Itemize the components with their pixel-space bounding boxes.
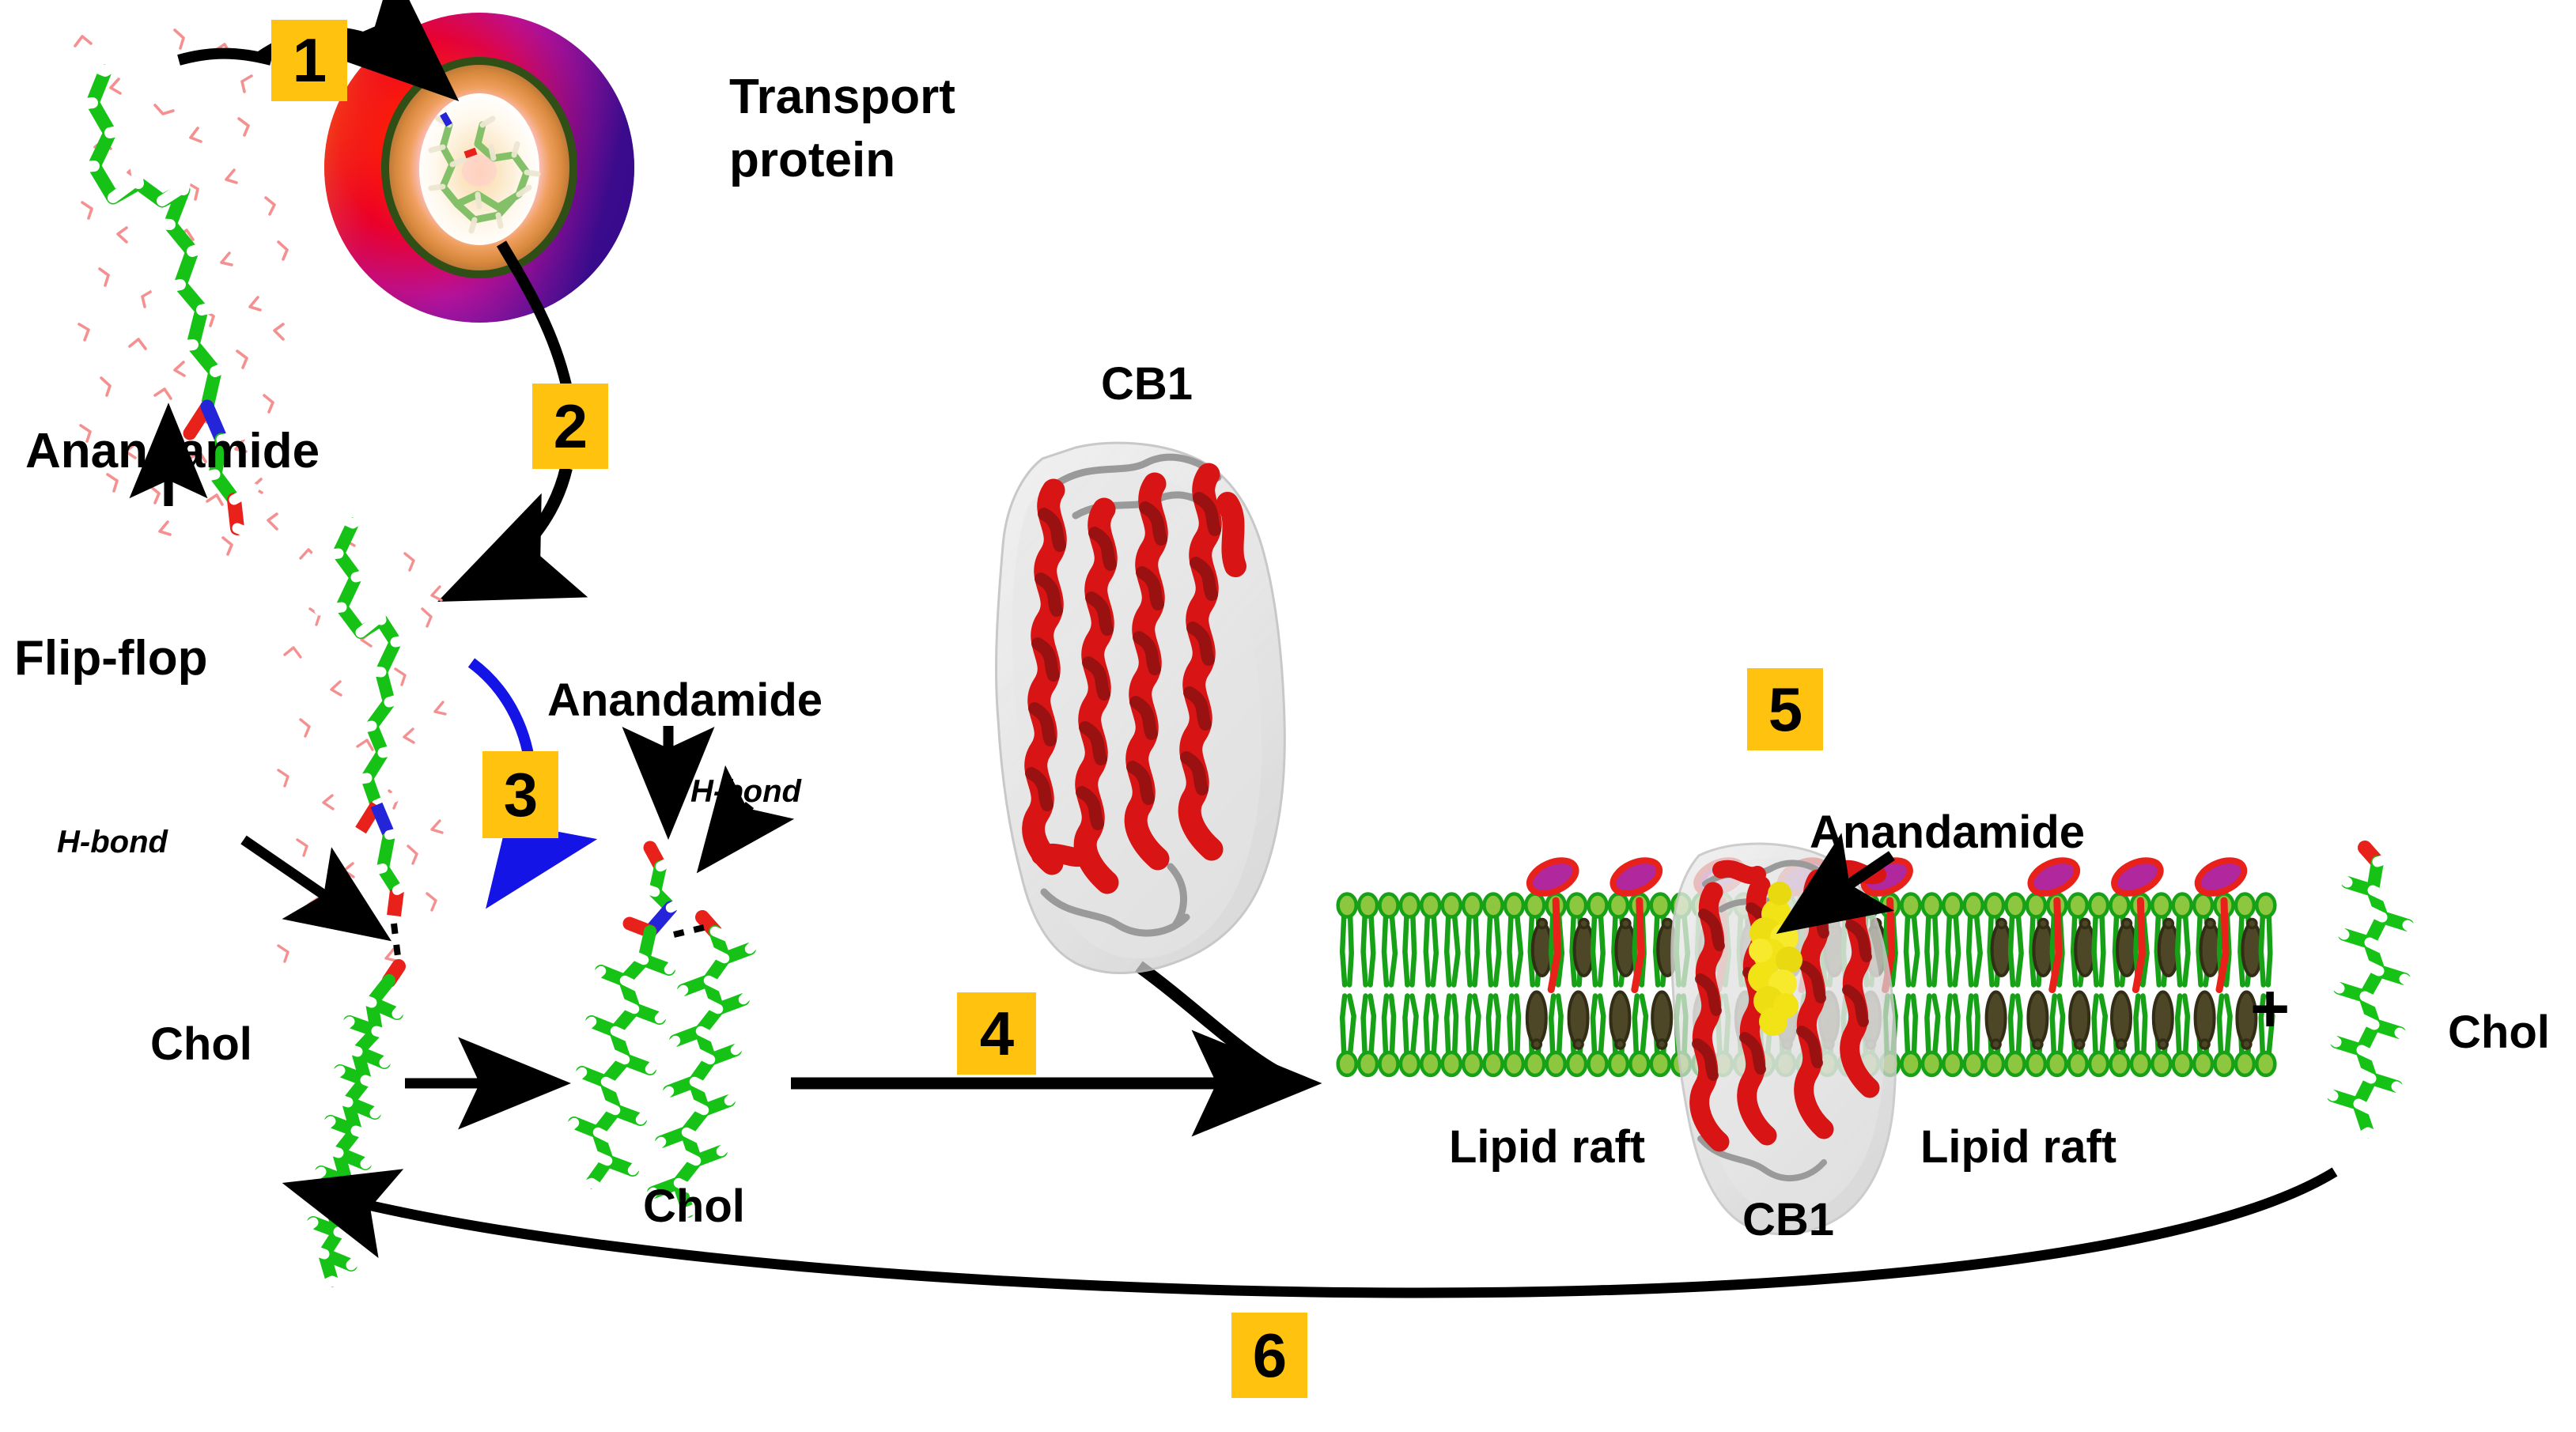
- step-badge-5[interactable]: 5: [1747, 668, 1823, 750]
- step-badge-4[interactable]: 4: [957, 992, 1036, 1075]
- lipid-bilayer-membrane: [1336, 833, 2277, 1236]
- hbond-dotted-mid: [673, 924, 708, 938]
- chol-anandamide-complex: [558, 841, 766, 1227]
- label-lipid-raft-right: Lipid raft: [1920, 1121, 2117, 1173]
- step-badge-2[interactable]: 2: [532, 384, 608, 469]
- label-chol-right: Chol: [2448, 1007, 2550, 1058]
- label-chol-middle: Chol: [643, 1181, 745, 1232]
- anandamide-flipflop-molecule: [277, 507, 447, 964]
- arrow-cb1-to-membrane: [1135, 961, 1299, 1088]
- label-hbond-middle: H-bond: [690, 774, 801, 809]
- label-plus-sign: +: [2250, 971, 2290, 1047]
- cholesterol-flipflop-molecule: [295, 959, 414, 1296]
- label-chol-left: Chol: [150, 1018, 252, 1070]
- hbond-dotted-left: [391, 923, 402, 964]
- label-flip-flop: Flip-flop: [14, 631, 208, 686]
- label-hbond-left: H-bond: [57, 825, 168, 860]
- leader-step-2: [496, 240, 572, 387]
- step-badge-6[interactable]: 6: [1231, 1313, 1307, 1398]
- cb1-receptor-embedded: [1670, 842, 1897, 1236]
- label-cb1-bottom: CB1: [1742, 1194, 1835, 1245]
- anandamide-molecule-upper-left: [63, 28, 289, 556]
- arrow-step-2: [437, 467, 588, 603]
- step-badge-1[interactable]: 1: [271, 20, 347, 101]
- arrow-hbond-mid: [696, 765, 795, 874]
- arrow-step-6-recycle: [282, 1167, 2338, 1298]
- step-badge-3[interactable]: 3: [482, 751, 558, 838]
- cholesterol-molecule-right: [2315, 841, 2426, 1149]
- label-transport-protein-line1: Transport: [729, 70, 955, 124]
- transport-protein-structure: [324, 13, 634, 323]
- label-anandamide-right: Anandamide: [1810, 807, 2086, 858]
- label-transport-protein-line2: protein: [729, 133, 896, 187]
- label-lipid-raft-left: Lipid raft: [1449, 1121, 1646, 1173]
- arrow-anandamide-ligand: [1776, 833, 1895, 934]
- cb1-receptor-structure-top: [995, 441, 1286, 974]
- label-anandamide-middle: Anandamide: [547, 674, 823, 726]
- label-cb1-top: CB1: [1101, 358, 1193, 410]
- label-anandamide-left: Anandamide: [25, 424, 320, 478]
- arrow-hbond-left: [240, 835, 392, 942]
